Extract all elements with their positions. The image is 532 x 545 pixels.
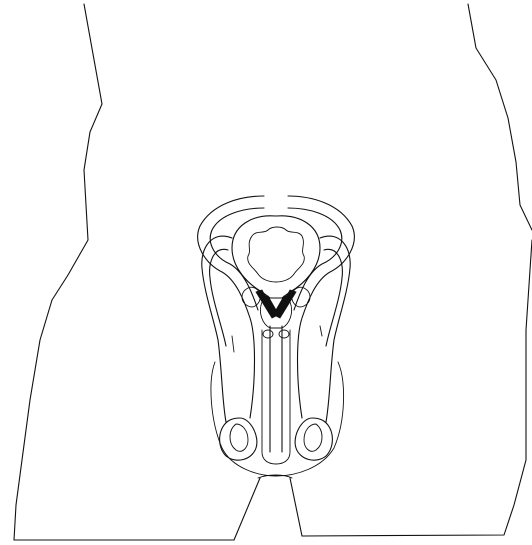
- bladder-outer: [232, 216, 320, 298]
- vas-deferens-left-inner: [210, 208, 264, 310]
- body-outline-left: [14, 4, 260, 540]
- cord-mark-left: [232, 336, 234, 352]
- inguinal-cord-right: [320, 236, 350, 422]
- bulbourethral-gland-left: [263, 330, 273, 338]
- inguinal-cord-right-inner: [324, 249, 342, 346]
- penis-shaft-right: [276, 330, 290, 464]
- penis-shaft-left: [262, 330, 276, 464]
- bladder-lumen: [248, 227, 305, 282]
- epididymis-left: [230, 424, 248, 451]
- bulbourethral-gland-right: [279, 330, 289, 338]
- seminal-vesicle-right: [292, 287, 310, 307]
- epididymis-right: [304, 424, 322, 451]
- seminal-vesicle-left: [242, 287, 260, 307]
- cord-mark-right: [320, 326, 322, 336]
- vas-deferens-right-inner: [288, 208, 342, 310]
- inguinal-cord-left-inner: [210, 249, 228, 346]
- inguinal-cord-left: [202, 236, 232, 422]
